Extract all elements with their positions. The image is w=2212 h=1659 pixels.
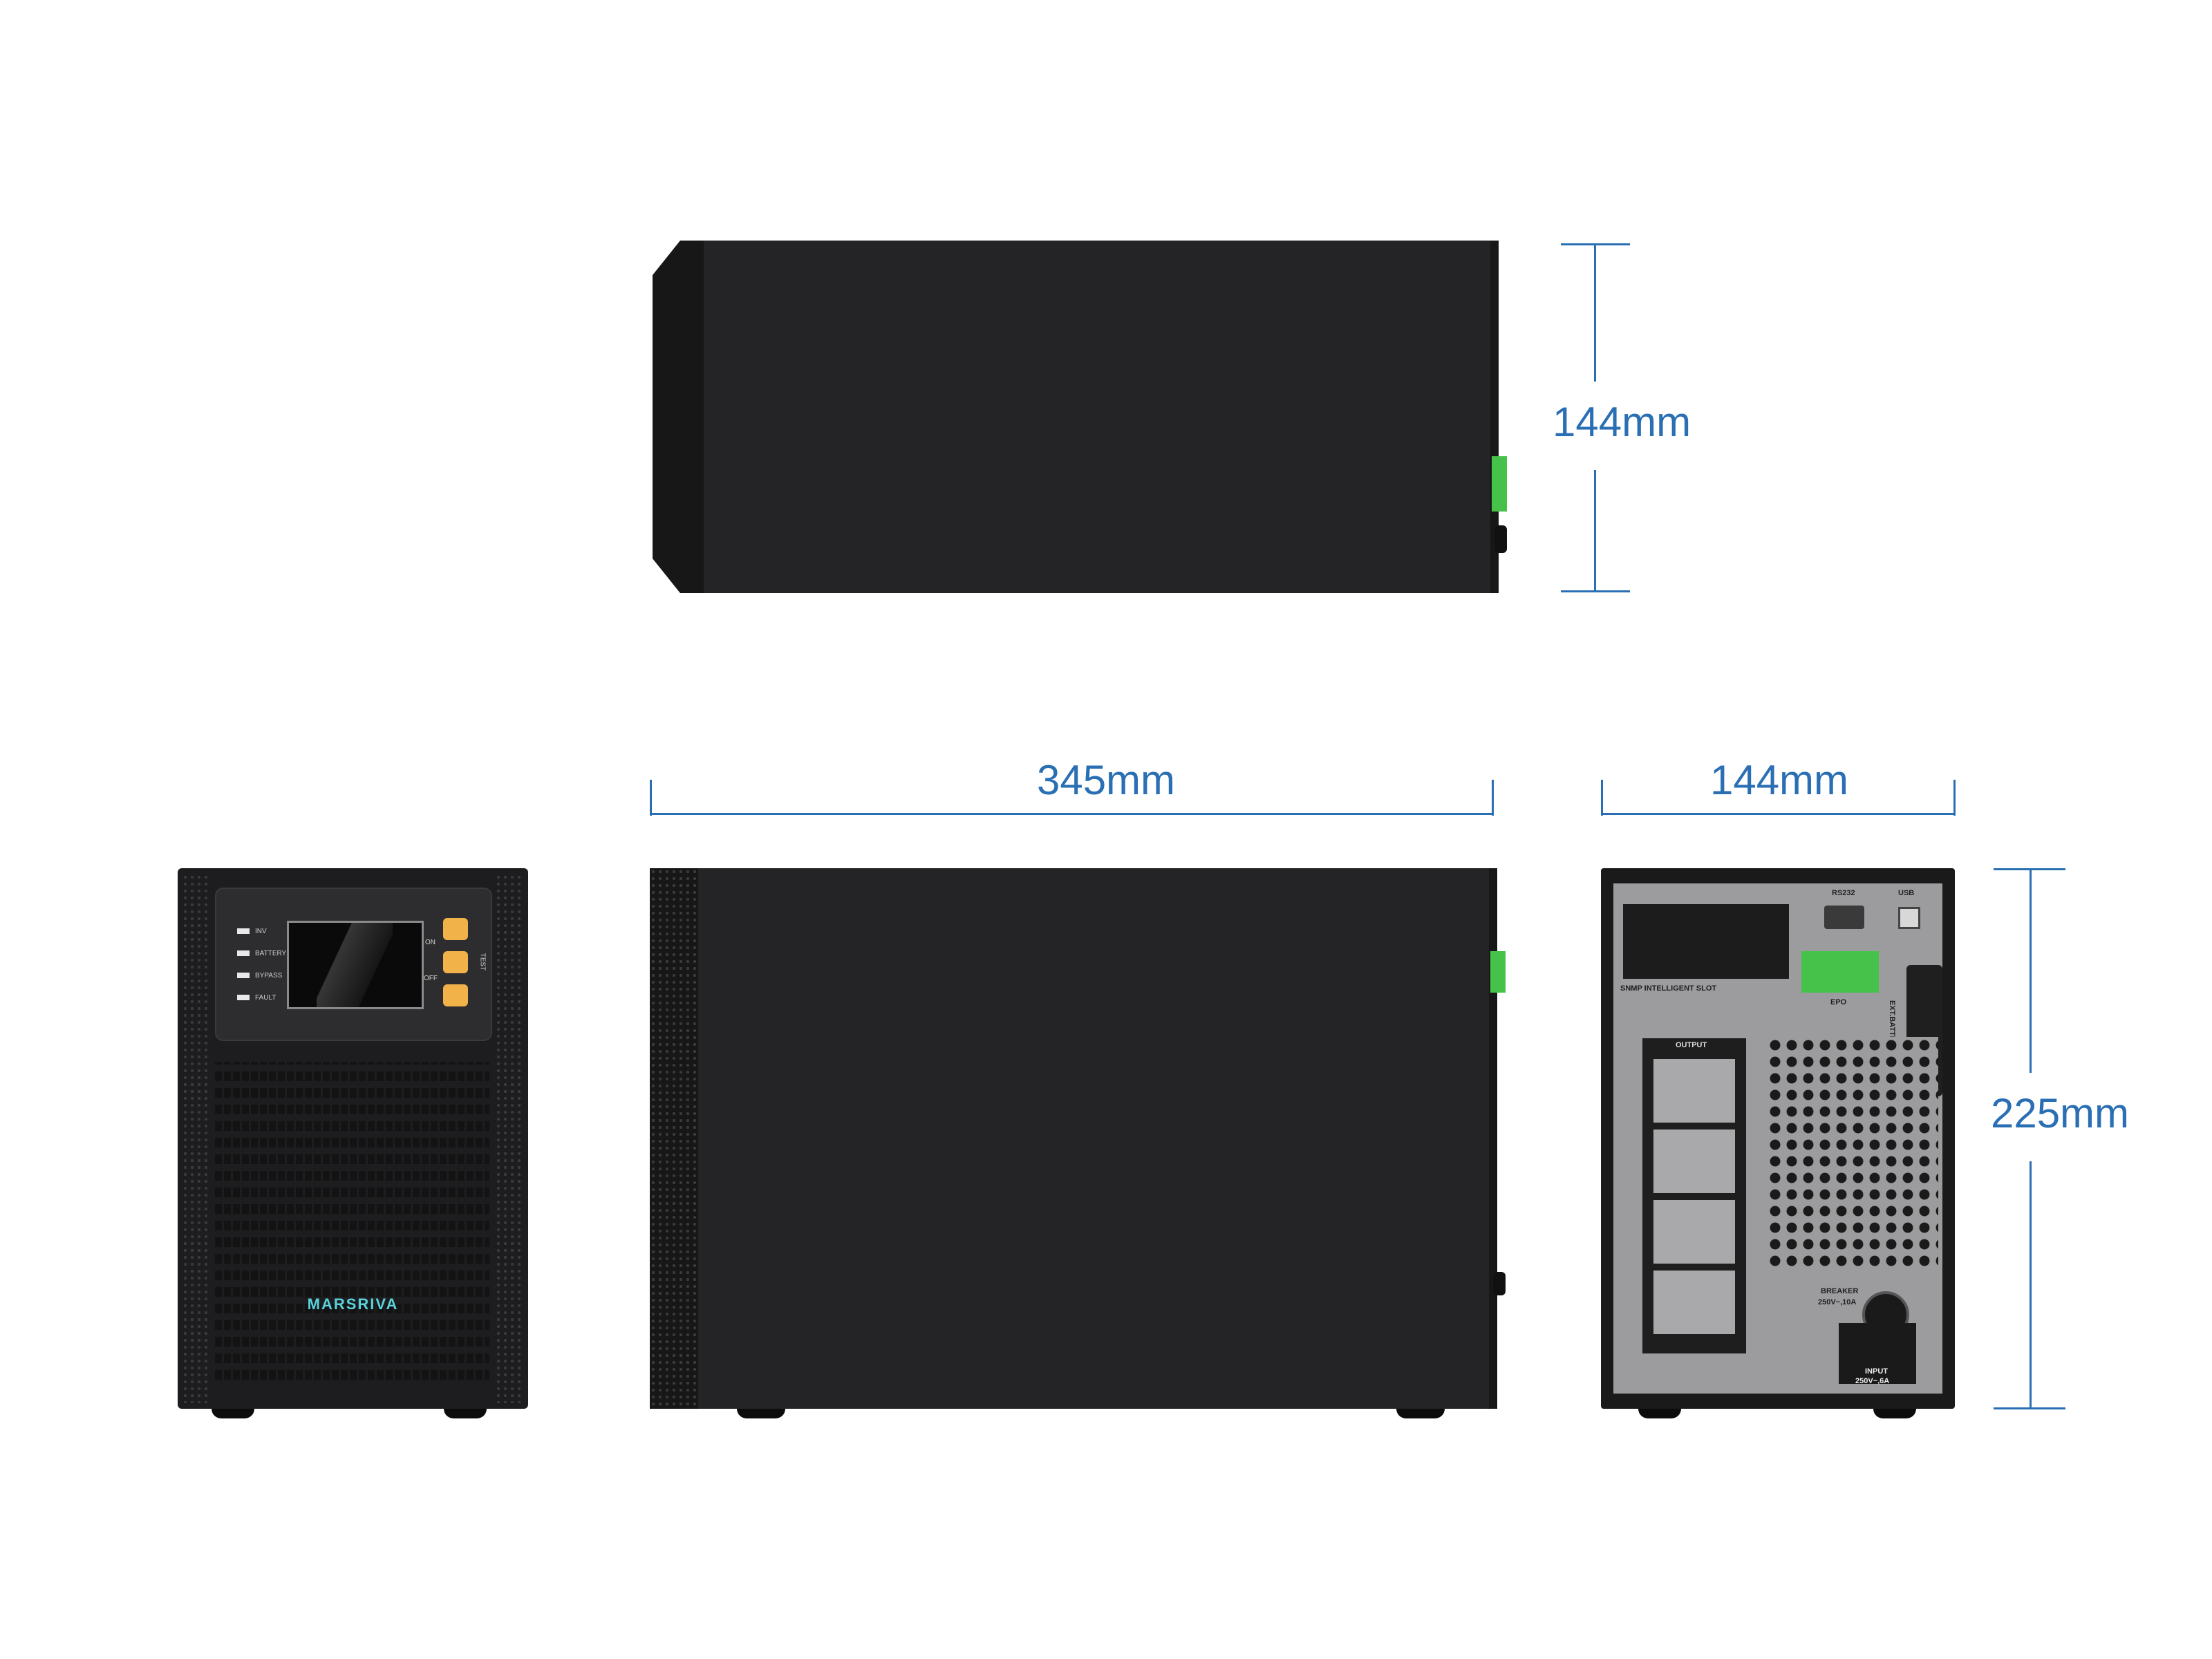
side-view-front-bezel <box>650 868 698 1409</box>
epo-connector <box>1801 951 1879 993</box>
ups-side-view <box>650 868 1493 1409</box>
indicator-label: BYPASS <box>255 971 283 980</box>
led-icon <box>237 995 250 1000</box>
led-icon <box>237 950 250 956</box>
control-panel: INV BATTERY BYPASS FAULT ON TEST OFF <box>215 888 492 1041</box>
lcd-glare <box>317 923 393 1007</box>
indicator-fault: FAULT <box>237 993 276 1002</box>
dim-width-right-cap <box>1953 780 1956 816</box>
outlet-icon <box>1653 1059 1735 1123</box>
left-side-grill <box>182 874 211 1403</box>
rs232-port-icon <box>1824 906 1864 929</box>
epo-label: EPO <box>1830 998 1847 1006</box>
dim-length-line <box>650 813 1493 815</box>
outlet-icon <box>1653 1271 1735 1334</box>
rear-plate: SNMP INTELLIGENT SLOT RS232 USB EPO EXT.… <box>1613 883 1942 1394</box>
vent-slots <box>215 1062 489 1387</box>
fan-grill <box>1767 1037 1938 1272</box>
on-label: ON <box>425 939 435 946</box>
dim-label-top-height: 144mm <box>1553 399 1691 445</box>
led-icon <box>237 973 250 978</box>
usb-label: USB <box>1898 889 1915 897</box>
off-label: OFF <box>424 975 438 982</box>
side-knob <box>1493 1272 1506 1295</box>
front-left-foot <box>212 1409 254 1418</box>
ups-rear-view: SNMP INTELLIGENT SLOT RS232 USB EPO EXT.… <box>1601 868 1955 1409</box>
brand-logo: MARSRIVA <box>307 1295 399 1313</box>
dim-line-lower <box>1594 470 1596 592</box>
ups-front-view: INV BATTERY BYPASS FAULT ON TEST OFF MAR… <box>178 868 528 1409</box>
indicator-label: FAULT <box>255 993 276 1002</box>
led-icon <box>237 928 250 934</box>
indicator-bypass: BYPASS <box>237 971 282 980</box>
dim-width-left-cap <box>1601 780 1603 816</box>
dim-width-line <box>1601 813 1955 815</box>
dim-height-line-lower <box>2030 1161 2032 1409</box>
dim-length-left-cap <box>650 780 652 816</box>
epo-connector-green <box>1492 456 1507 512</box>
side-left-foot <box>737 1409 785 1418</box>
snmp-slot <box>1623 904 1789 979</box>
snmp-label: SNMP INTELLIGENT SLOT <box>1620 984 1717 993</box>
right-side-grill <box>495 874 524 1403</box>
input-label: INPUT <box>1865 1367 1888 1376</box>
breaker-rating: 250V~,10A <box>1818 1298 1857 1306</box>
outlet-icon <box>1653 1130 1735 1193</box>
rear-right-foot <box>1873 1409 1916 1418</box>
side-epo-connector <box>1490 951 1506 993</box>
front-right-foot <box>444 1409 487 1418</box>
off-button[interactable] <box>443 984 468 1006</box>
power-input-socket <box>1839 1323 1916 1384</box>
usb-port-icon <box>1898 907 1920 929</box>
rs232-label: RS232 <box>1832 889 1855 897</box>
dim-label-length: 345mm <box>1036 757 1176 803</box>
top-view-front-bezel <box>653 241 704 593</box>
indicator-inv: INV <box>237 926 267 936</box>
breaker-label: BREAKER <box>1821 1287 1859 1295</box>
dim-label-width: 144mm <box>1709 757 1849 803</box>
test-button[interactable] <box>443 951 468 973</box>
side-view-rear-edge <box>1489 868 1497 1409</box>
indicator-label: INV <box>255 927 267 935</box>
rear-left-foot <box>1638 1409 1681 1418</box>
output-outlets: OUTPUT <box>1642 1038 1746 1353</box>
dim-length-right-cap <box>1492 780 1494 816</box>
outlet-icon <box>1653 1200 1735 1264</box>
ups-top-view <box>653 241 1494 593</box>
dim-height-line-upper <box>2030 868 2032 1073</box>
side-right-foot <box>1396 1409 1445 1418</box>
dim-line-upper <box>1594 243 1596 382</box>
input-rating: 250V~,6A <box>1855 1377 1890 1385</box>
output-label: OUTPUT <box>1676 1041 1707 1049</box>
indicator-battery: BATTERY <box>237 948 286 958</box>
front-vent <box>215 1062 489 1387</box>
test-label: TEST <box>478 953 487 971</box>
dim-label-height: 225mm <box>1990 1090 2130 1136</box>
indicator-label: BATTERY <box>255 949 287 957</box>
on-button[interactable] <box>443 918 468 940</box>
lcd-display <box>287 921 424 1009</box>
rear-knob <box>1494 525 1507 553</box>
